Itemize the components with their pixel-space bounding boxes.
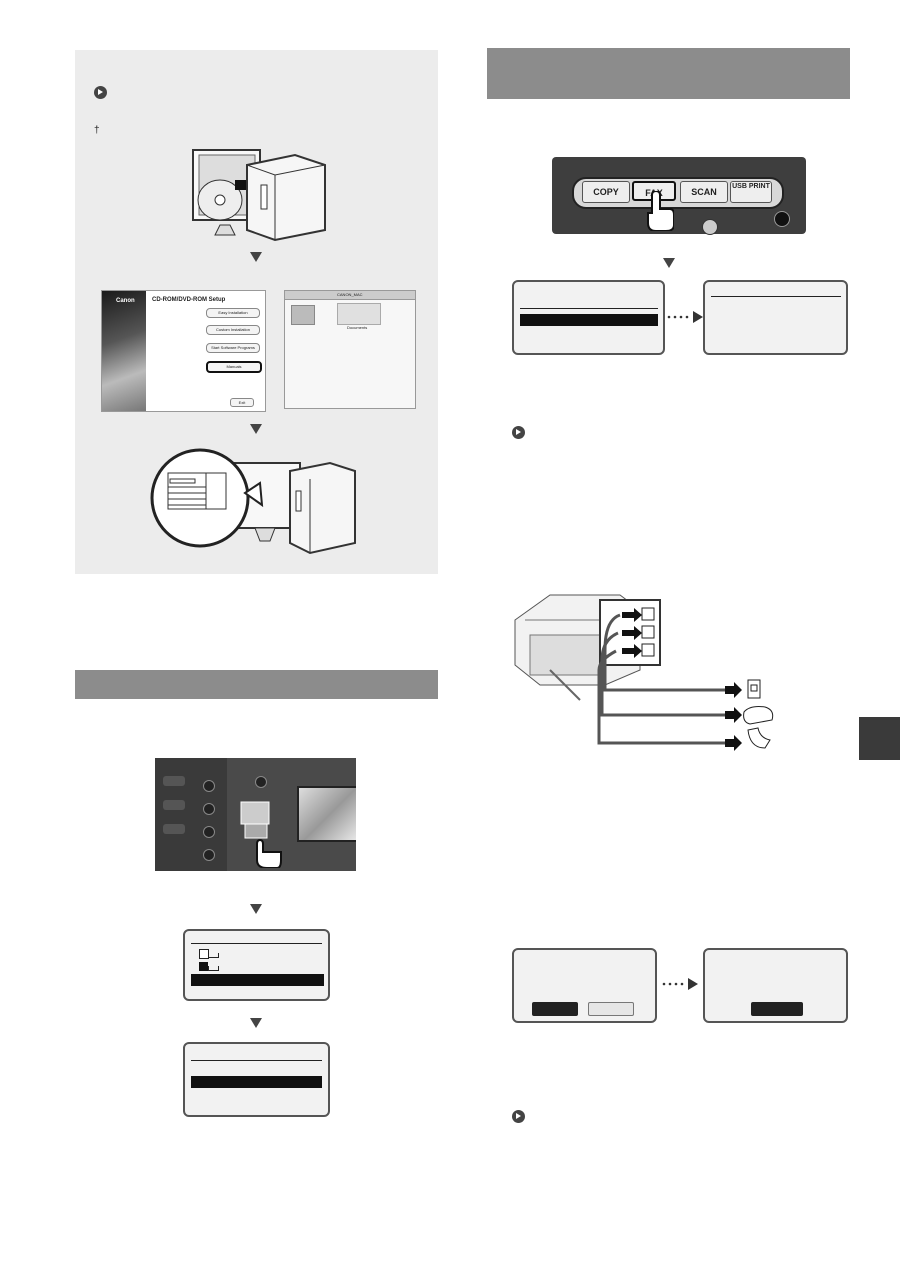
- one-touch-key[interactable]: [163, 776, 185, 786]
- section-header-bar: [75, 670, 438, 699]
- next-screen-arrow: [667, 311, 703, 323]
- lcd-option[interactable]: [588, 1002, 634, 1016]
- lcd-separator: [711, 296, 841, 297]
- installer-icon[interactable]: [291, 305, 315, 325]
- panel-key[interactable]: [203, 849, 215, 861]
- section-header-bar: [487, 48, 850, 99]
- down-arrow-icon: [663, 258, 675, 268]
- down-arrow-icon: [250, 252, 262, 262]
- computer-cd-illustration: [192, 149, 326, 242]
- cursor-mark: [208, 966, 219, 971]
- lcd-menu-screen: [183, 1042, 330, 1117]
- one-touch-key[interactable]: [163, 824, 185, 834]
- panel-key[interactable]: [255, 776, 267, 788]
- lcd-selected-option[interactable]: [532, 1002, 578, 1016]
- reference-arrow-icon: [512, 1110, 525, 1123]
- panel-key[interactable]: [203, 780, 215, 792]
- exit-button[interactable]: Exit: [230, 398, 254, 407]
- panel-key[interactable]: [203, 826, 215, 838]
- hand-press-icon: [240, 801, 282, 868]
- one-touch-key[interactable]: [163, 800, 185, 810]
- mac-window-title: CANON_MAC: [337, 292, 363, 297]
- lcd-selected-row: [191, 1076, 322, 1088]
- down-arrow-icon: [250, 1018, 262, 1028]
- telephone-line-connection-illustration: [514, 594, 774, 751]
- cd-setup-title: CD-ROM/DVD-ROM Setup: [152, 297, 226, 303]
- lcd-menu-screen: [512, 280, 665, 355]
- stop-key[interactable]: [774, 211, 790, 227]
- custom-installation-button[interactable]: Custom Installation: [206, 325, 260, 335]
- mac-finder-window: CANON_MAC Documents: [284, 290, 416, 409]
- panel-lcd: [297, 786, 356, 842]
- chapter-side-tab: [859, 717, 900, 760]
- lcd-menu-screen: [183, 929, 330, 1001]
- lcd-dialog-screen: [512, 948, 657, 1023]
- lcd-menu-screen: [703, 280, 848, 355]
- lcd-selected-option[interactable]: [751, 1002, 803, 1016]
- lcd-separator: [520, 308, 658, 309]
- folder-icon[interactable]: [337, 303, 381, 325]
- down-arrow-icon: [250, 424, 262, 434]
- footnote-dagger: †: [94, 125, 100, 136]
- lcd-selected-row: [520, 314, 658, 326]
- cd-setup-banner: [102, 291, 146, 411]
- panel-knob[interactable]: [702, 219, 718, 235]
- cd-setup-window: Canon CD-ROM/DVD-ROM Setup Easy Installa…: [101, 290, 266, 412]
- copy-key[interactable]: COPY: [582, 181, 630, 203]
- scan-key[interactable]: SCAN: [680, 181, 728, 203]
- documents-folder-label: Documents: [347, 325, 368, 330]
- lcd-selected-row: [191, 974, 324, 986]
- panel-keypad-area: [155, 758, 227, 871]
- hand-press-icon: [647, 191, 674, 231]
- start-software-button[interactable]: Start Software Programs: [206, 343, 260, 353]
- lcd-dialog-screen: [703, 948, 848, 1023]
- mode-keys-photo: COPY FAX SCAN USB PRINT: [552, 157, 806, 235]
- mac-title-bar: [285, 291, 415, 300]
- lcd-separator: [191, 943, 322, 944]
- down-arrow-icon: [250, 904, 262, 914]
- usb-print-key[interactable]: USB PRINT: [730, 181, 772, 203]
- operation-panel-photo: [155, 758, 356, 871]
- next-screen-arrow: [662, 978, 698, 990]
- panel-key[interactable]: [203, 803, 215, 815]
- fax-mode-icon: [199, 962, 208, 971]
- lcd-separator: [191, 1060, 322, 1061]
- canon-logo: Canon: [116, 298, 135, 304]
- easy-installation-button[interactable]: Easy Installation: [206, 308, 260, 318]
- reference-arrow-icon: [94, 86, 107, 99]
- manual-on-computer-illustration: [150, 448, 356, 555]
- reference-arrow-icon: [512, 426, 525, 439]
- manuals-button[interactable]: Manuals: [206, 361, 262, 373]
- cursor-mark: [208, 953, 219, 958]
